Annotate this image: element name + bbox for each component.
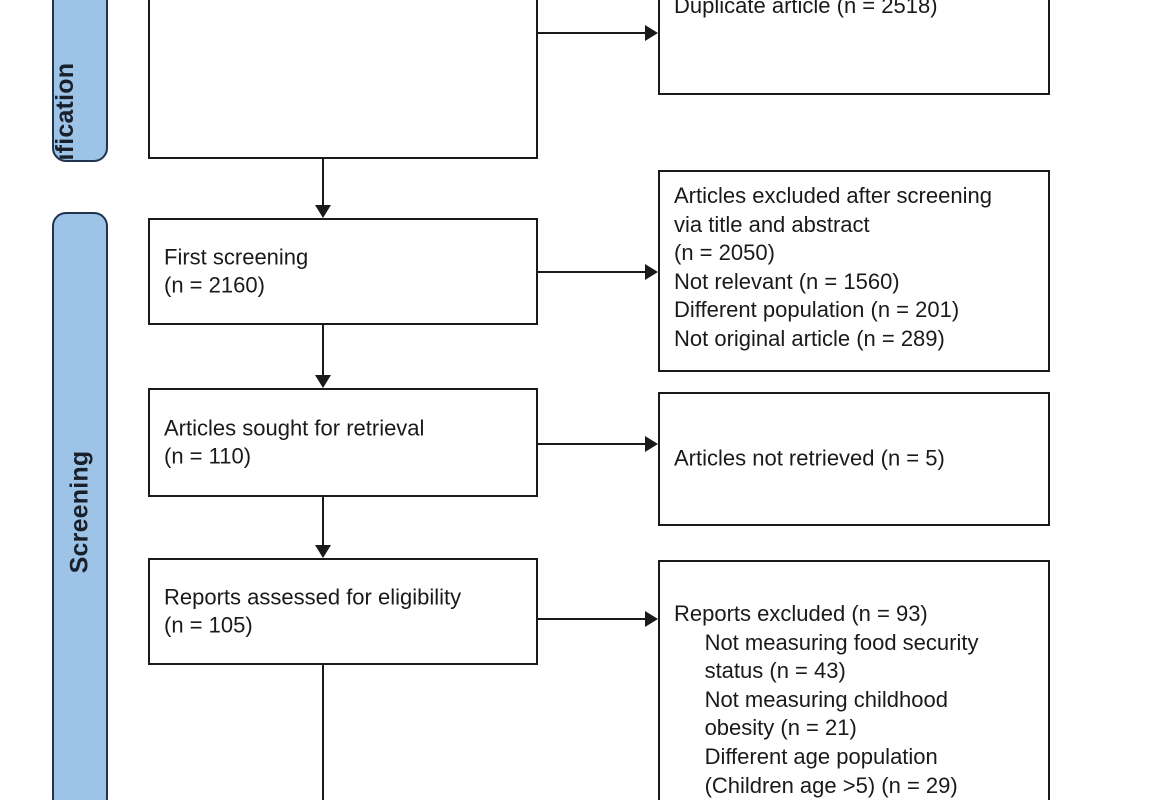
box-reports-excluded-text: Reports excluded (n = 93) Not measuring … [674, 601, 979, 798]
box-articles-sought-for-retrieval-text: Articles sought for retrieval (n = 110) [164, 414, 425, 469]
box-reports-assessed-for-eligibility: Reports assessed for eligibility (n = 10… [148, 558, 538, 665]
connector-eligibility-to-reports-excluded [538, 618, 645, 620]
box-articles-not-retrieved-text: Articles not retrieved (n = 5) [674, 445, 945, 471]
arrowhead-identified-to-duplicate [645, 25, 658, 41]
box-duplicate-article: Duplicate article (n = 2518) [658, 0, 1050, 95]
arrowhead-first-screening-to-sought [315, 375, 331, 388]
box-reports-assessed-for-eligibility-text: Reports assessed for eligibility (n = 10… [164, 583, 462, 638]
box-first-screening-text: First screening (n = 2160) [164, 243, 309, 298]
connector-identified-to-first-screening [322, 159, 324, 205]
arrowhead-eligibility-to-reports-excluded [645, 611, 658, 627]
connector-sought-to-eligibility [322, 497, 324, 545]
arrowhead-sought-to-not-retrieved [645, 436, 658, 452]
box-articles-sought-for-retrieval: Articles sought for retrieval (n = 110) [148, 388, 538, 497]
connector-sought-to-not-retrieved [538, 443, 645, 445]
box-articles-not-retrieved: Articles not retrieved (n = 5) [658, 392, 1050, 526]
box-first-screening: First screening (n = 2160) [148, 218, 538, 325]
connector-identified-to-duplicate [538, 32, 645, 34]
arrowhead-sought-to-eligibility [315, 545, 331, 558]
box-reports-excluded: Reports excluded (n = 93) Not measuring … [658, 560, 1050, 800]
stage-pill-identification: Identification [52, 0, 108, 162]
arrowhead-first-screening-to-excluded [645, 264, 658, 280]
connector-eligibility-to-included [322, 665, 324, 800]
arrowhead-identified-to-first-screening [315, 205, 331, 218]
stage-pill-screening: Screening [52, 212, 108, 800]
stage-label-identification: Identification [52, 62, 79, 162]
connector-first-screening-to-excluded [538, 271, 645, 273]
box-articles-identified: Articles identified from Databases (n = … [148, 0, 538, 159]
box-duplicate-article-text: Duplicate article (n = 2518) [674, 0, 938, 18]
connector-first-screening-to-sought [322, 325, 324, 375]
stage-label-screening: Screening [65, 450, 94, 574]
box-articles-excluded-after-screening-text: Articles excluded after screening via ti… [674, 183, 992, 351]
box-articles-excluded-after-screening: Articles excluded after screening via ti… [658, 170, 1050, 372]
